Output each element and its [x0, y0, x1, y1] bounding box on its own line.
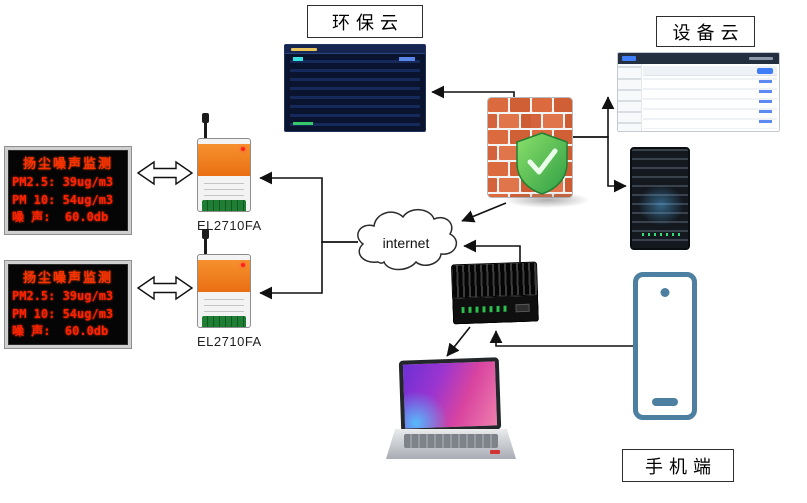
dashboard-table-header [643, 66, 777, 76]
spec-text-lines [204, 299, 244, 317]
internet-label: internet [383, 235, 430, 251]
heatsink-fins [450, 261, 539, 299]
noise-reading: 噪 声: 60.0db [12, 210, 109, 225]
noise-reading: 噪 声: 60.0db [12, 324, 109, 339]
mobile-label: 手机端 [645, 456, 717, 477]
arrow-gateway-to-cloud [463, 239, 521, 262]
ethernet-port [515, 303, 530, 313]
mobile-label-box: 手机端 [622, 449, 734, 482]
internet-cloud: internet [348, 202, 464, 278]
dtu-body [197, 138, 251, 212]
arrow-cloud-to-dtu1 [259, 171, 358, 243]
arrow-cloud-to-dtu2 [259, 241, 358, 300]
terminal-block [202, 316, 246, 327]
server-status-leds [642, 233, 680, 236]
device-cloud-label: 设备云 [672, 22, 745, 43]
dust-noise-led-display-2: 扬尘噪声监测 PM2.5: 39ug/m3 PM 10: 54ug/m3 噪 声… [5, 261, 131, 348]
dashboard-header-bar [285, 45, 425, 54]
phone-home-bar [652, 398, 678, 406]
pm10-reading: PM 10: 54ug/m3 [12, 192, 114, 207]
status-led-icon [241, 147, 245, 151]
device-cloud-label-box: 设备云 [656, 16, 755, 47]
device-cloud-dashboard-screenshot [617, 52, 780, 132]
cloud-icon: internet [357, 209, 458, 271]
terminal-block [202, 200, 246, 211]
dashboard-sidebar [618, 64, 642, 131]
env-cloud-label: 环保云 [332, 12, 404, 33]
antenna-icon [202, 229, 209, 256]
spec-text-lines [204, 183, 244, 201]
row-action-buttons [759, 80, 772, 126]
firewall [487, 97, 591, 213]
led-title: 扬尘噪声监测 [22, 270, 113, 286]
gateway-front-panel [452, 295, 540, 325]
status-led-icon [241, 263, 245, 267]
brand-logo [490, 450, 500, 454]
led-title: 扬尘噪声监测 [22, 156, 113, 172]
double-arrow-led2-dtu2 [136, 275, 194, 301]
cyan-indicator [293, 57, 303, 61]
pm10-reading: PM 10: 54ug/m3 [12, 306, 114, 321]
dtu-body [197, 254, 251, 328]
arrow-gateway-to-laptop [446, 326, 471, 357]
double-arrow-led1-dtu1 [136, 160, 194, 186]
pm25-reading: PM2.5: 39ug/m3 [12, 289, 114, 304]
env-cloud-label-box: 环保云 [307, 5, 423, 38]
shadow [503, 192, 591, 208]
terminal-ports [461, 305, 508, 314]
phone-camera-icon [660, 288, 670, 297]
env-cloud-dashboard-screenshot [284, 44, 426, 132]
blue-indicator [399, 57, 415, 61]
smartphone [633, 272, 697, 420]
laptop-screen [398, 357, 502, 433]
shield-icon [516, 132, 568, 195]
device-model-label: EL2710FA [197, 218, 262, 233]
device-model-label: EL2710FA [197, 334, 262, 349]
green-indicator [293, 122, 313, 125]
laptop [386, 357, 516, 463]
dashboard-header-bar [618, 53, 779, 64]
dashboard-table-rows [643, 78, 777, 129]
arrow-phone-to-gateway [489, 330, 633, 347]
server-rack [630, 147, 690, 250]
dust-noise-led-display-1: 扬尘噪声监测 PM2.5: 39ug/m3 PM 10: 54ug/m3 噪 声… [5, 147, 131, 234]
antenna-icon [202, 113, 209, 140]
industrial-gateway [450, 261, 540, 325]
dashboard-table-rows [290, 60, 420, 126]
server-glow [636, 183, 686, 227]
pm25-reading: PM2.5: 39ug/m3 [12, 175, 114, 190]
laptop-keyboard [404, 434, 498, 448]
